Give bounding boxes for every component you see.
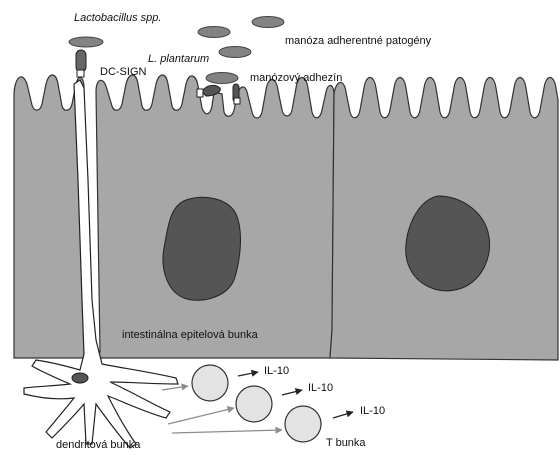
- nucleus-left: [163, 197, 240, 300]
- label-lactobacillus: Lactobacillus spp.: [74, 12, 161, 25]
- l-plantarum-bacterium: [206, 73, 238, 84]
- t-cell-1: [192, 365, 228, 401]
- label-il10-3: IL-10: [360, 405, 385, 418]
- arrow-il10-1: [238, 372, 258, 376]
- t-cell-3: [285, 406, 321, 442]
- pathogen-3: [219, 47, 251, 58]
- lactobacillus-bacterium: [69, 37, 103, 47]
- t-cell-2: [236, 386, 272, 422]
- label-il10-1: IL-10: [264, 365, 289, 378]
- label-epithelial-cell: intestinálna epitelová bunka: [122, 329, 258, 342]
- dc-sign-receptor: [76, 50, 86, 72]
- pathogen-2: [252, 17, 284, 28]
- arrow-il10-3: [333, 412, 353, 418]
- label-dendritic-cell: dendritová bunka: [56, 439, 140, 452]
- receptor-left: [197, 89, 203, 97]
- label-l-plantarum: L. plantarum: [148, 53, 209, 66]
- label-mannose-adhesin: manózový adhezín: [250, 72, 342, 85]
- arrow-dc-to-tcell-1: [162, 386, 188, 390]
- arrow-il10-2: [282, 390, 302, 395]
- arrow-dc-to-tcell-3: [172, 430, 282, 433]
- label-mannose-pathogens: manóza adherentné patogény: [285, 35, 431, 48]
- receptor-right-anchor: [234, 98, 240, 104]
- arrow-dc-to-tcell-2: [168, 408, 234, 424]
- label-il10-2: IL-10: [308, 382, 333, 395]
- label-dc-sign: DC-SIGN: [100, 66, 146, 79]
- label-t-cell: T bunka: [326, 437, 366, 450]
- pathogen-1: [198, 27, 230, 38]
- dendritic-cell-nucleus: [72, 373, 88, 383]
- dc-sign-anchor: [77, 70, 84, 77]
